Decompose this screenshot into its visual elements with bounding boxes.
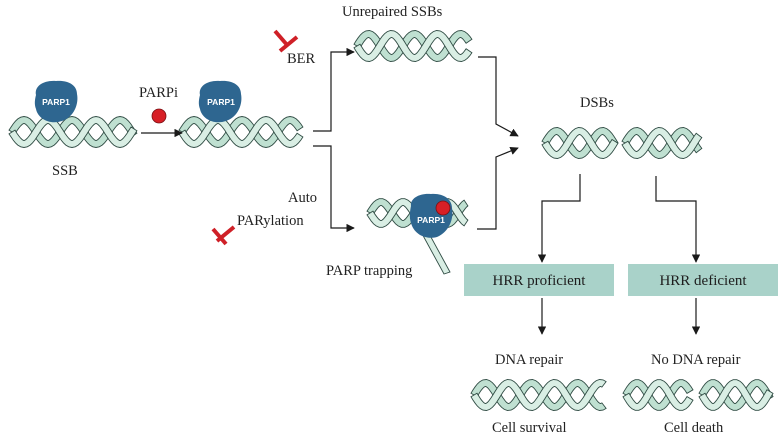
dna-helix-repaired — [470, 379, 607, 411]
hrr-proficient-label: HRR proficient — [493, 273, 587, 289]
hrr-deficient-label: HRR deficient — [659, 273, 747, 289]
arrow-to-unrepaired — [313, 47, 355, 132]
dna-helix-broken-right — [698, 379, 774, 411]
parp1-protein-second: PARP1 — [198, 80, 242, 123]
parylation-inhibitor-icon — [211, 225, 236, 246]
parp1-protein-trapped: PARP1 — [409, 193, 453, 238]
dna-strand — [698, 379, 774, 411]
dna-helix-dsb-right — [621, 127, 703, 159]
ssb-label: SSB — [52, 163, 78, 179]
parp-trapping-label: PARP trapping — [326, 263, 412, 279]
ber-inhibitor-icon — [273, 29, 299, 53]
dna-strand — [470, 379, 607, 411]
dna-strand — [353, 30, 473, 62]
dna-strand — [178, 116, 304, 148]
parp1-label: PARP1 — [42, 97, 70, 107]
auto-label: Auto — [288, 190, 317, 206]
arrow-to-hrr-proficient — [537, 174, 581, 263]
dna-helix-ssb — [8, 116, 138, 148]
ber-label: BER — [287, 51, 316, 67]
dna-helix-parp-bound — [178, 116, 304, 148]
dna-strand — [622, 379, 694, 411]
arrow-to-hrr-deficient — [655, 176, 701, 263]
hrr-proficient-box: HRR proficient — [464, 264, 614, 296]
parpi-bound-dot — [435, 200, 451, 216]
dna-helix-dsb-left — [541, 127, 619, 159]
dsbs-label: DSBs — [580, 95, 614, 111]
arrow-unrepaired-to-dsb — [478, 56, 519, 137]
arrow-trapping-to-dsb — [477, 146, 519, 230]
dna-helix-unrepaired — [353, 30, 473, 62]
parp1-label: PARP1 — [417, 215, 445, 225]
dna-helix-broken-left — [622, 379, 694, 411]
parylation-label: PARylation — [237, 213, 304, 229]
parp1-label: PARP1 — [207, 97, 235, 107]
parp1-protein-first: PARP1 — [34, 80, 78, 123]
cell-death-label: Cell death — [664, 420, 724, 435]
parpi-label: PARPi — [139, 85, 178, 101]
no-dna-repair-label: No DNA repair — [651, 352, 741, 368]
cell-survival-label: Cell survival — [492, 420, 567, 435]
dna-strand — [621, 127, 703, 159]
unrepaired-ssbs-label: Unrepaired SSBs — [342, 4, 443, 20]
parpi-dot — [151, 108, 167, 124]
hrr-deficient-box: HRR deficient — [628, 264, 778, 296]
dna-strand — [470, 379, 607, 411]
dna-strand — [353, 30, 473, 62]
dna-strand — [541, 127, 619, 159]
arrow-to-trapping — [313, 145, 355, 233]
dna-repair-label: DNA repair — [495, 352, 563, 368]
